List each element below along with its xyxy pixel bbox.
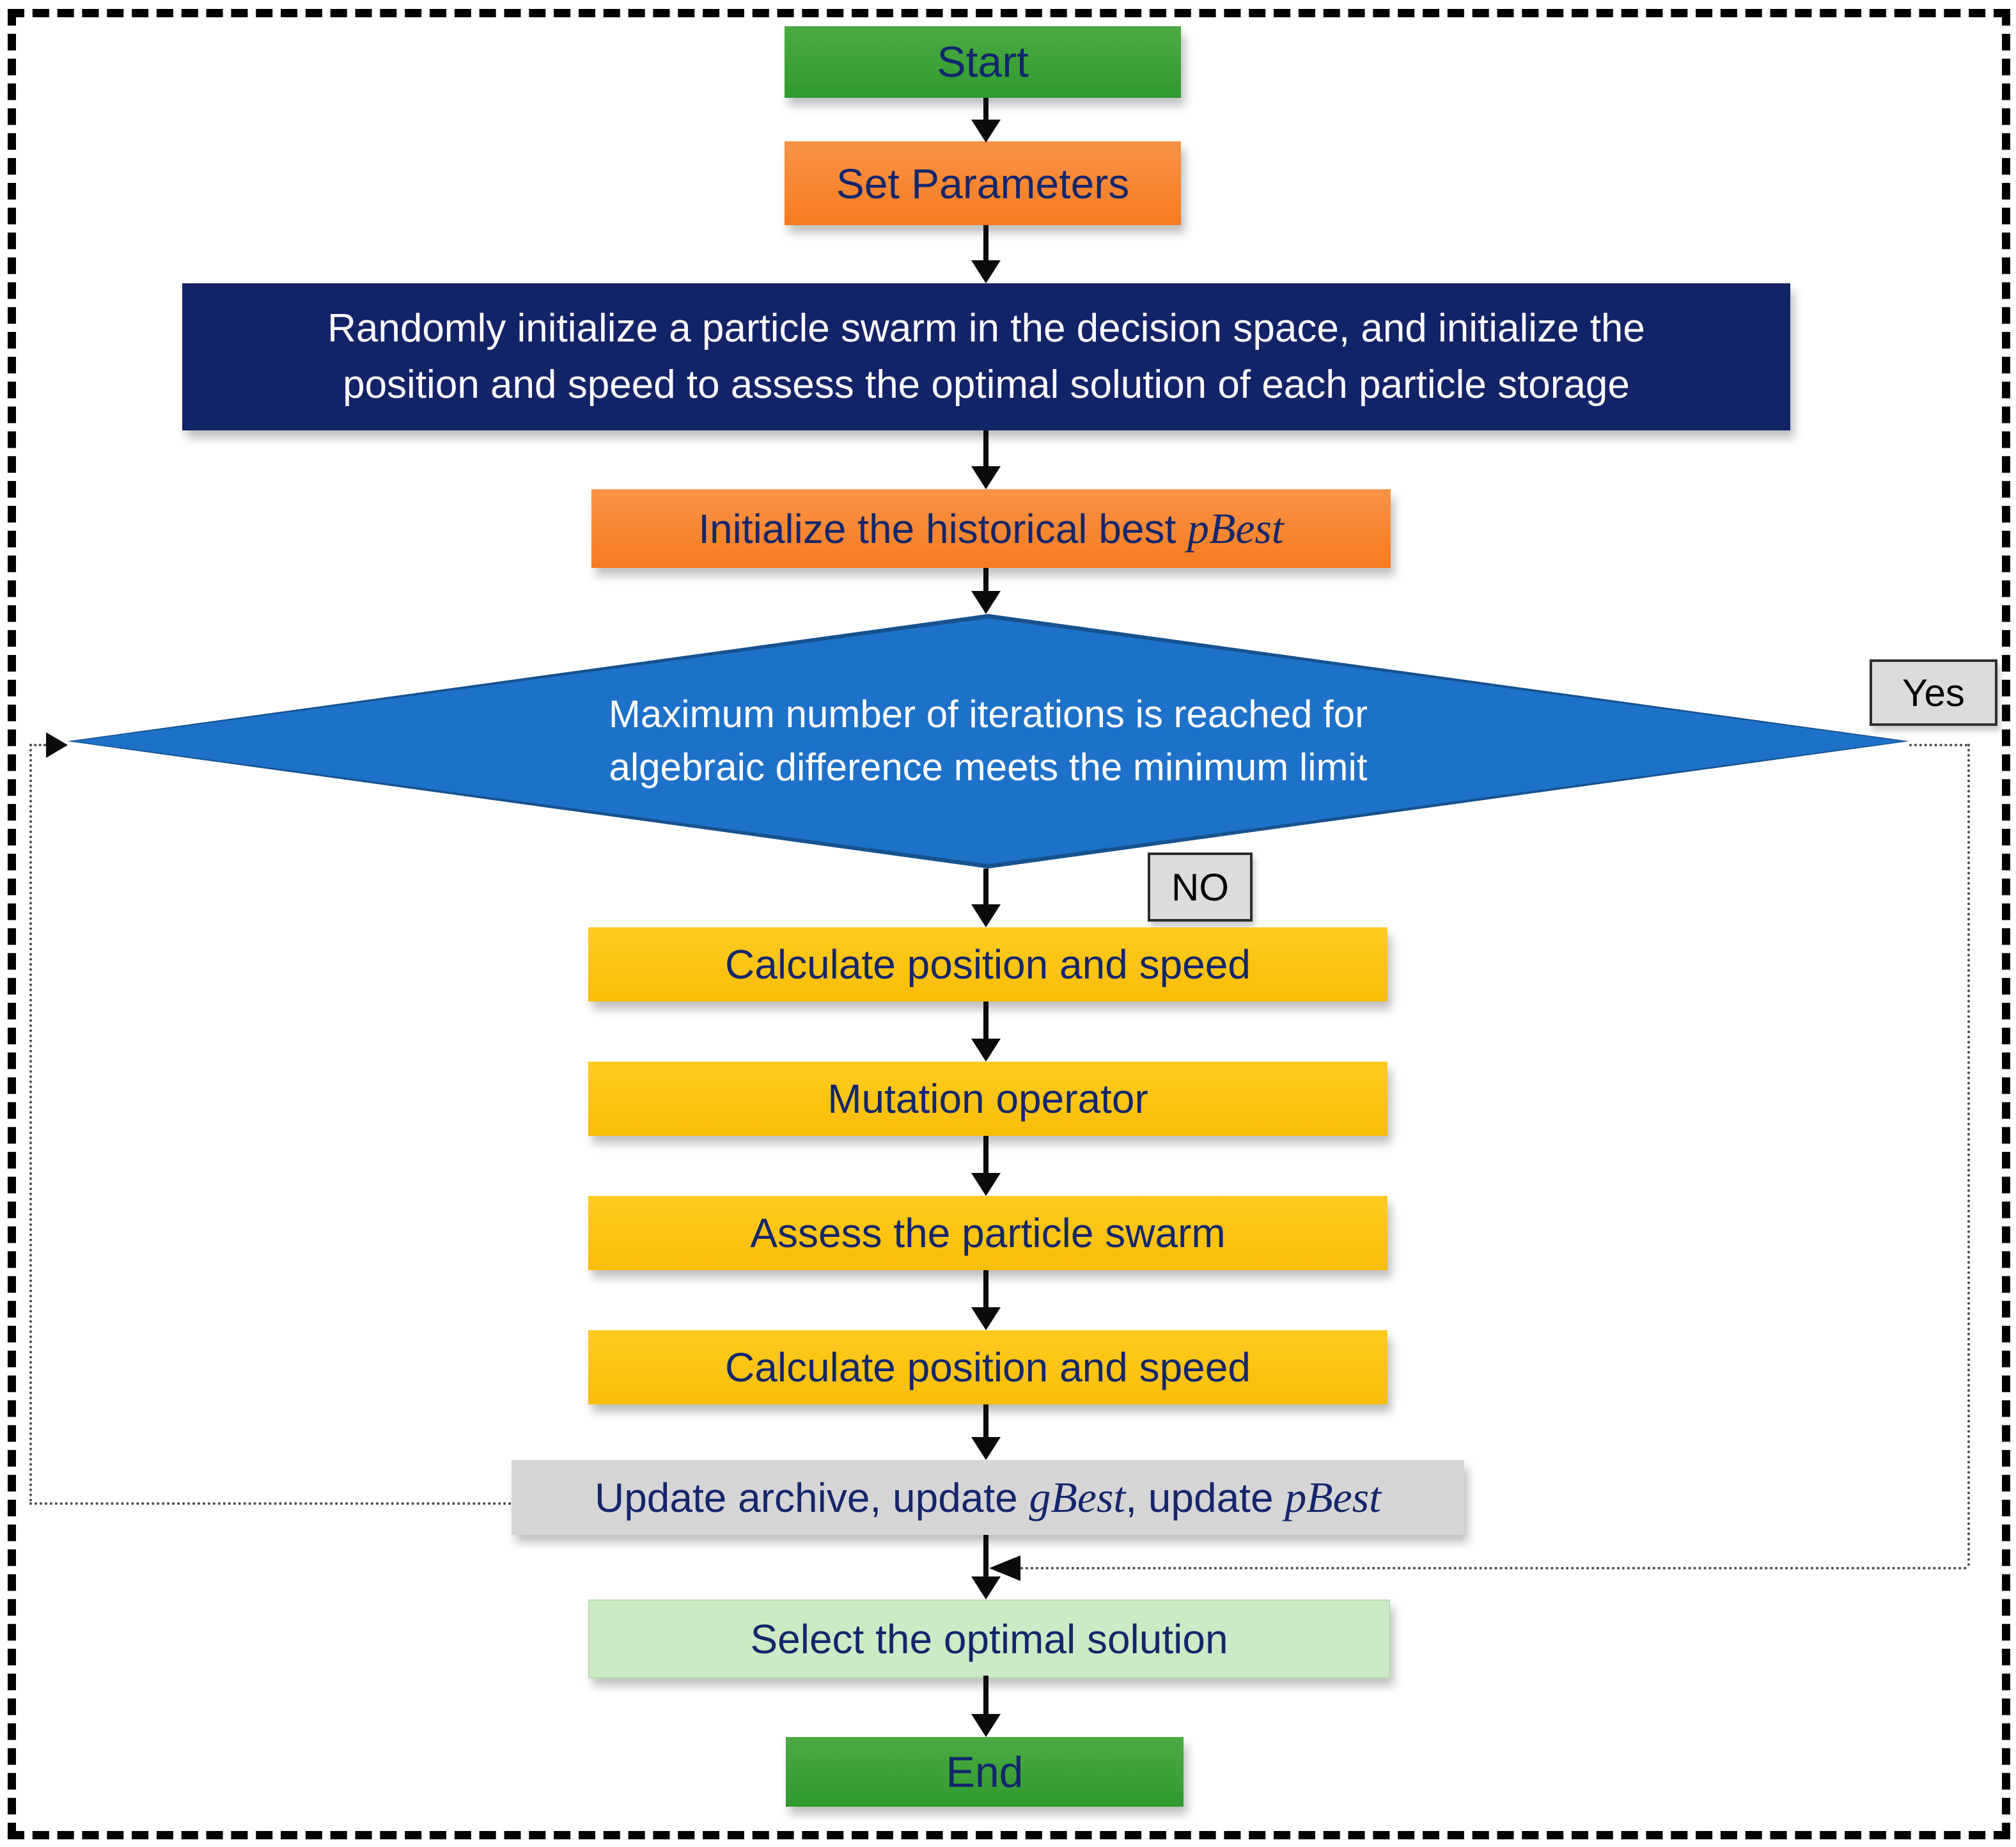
node-set-parameters-label: Set Parameters [836, 159, 1130, 207]
arrow-mutation-to-assess [983, 1136, 988, 1173]
edge-label-no: NO [1148, 853, 1253, 922]
node-initialize-pbest: Initialize the historical best pBest [591, 489, 1391, 568]
node-select-optimal: Select the optimal solution [588, 1599, 1390, 1678]
node-decision-line2: algebraic difference meets the minimum l… [609, 746, 1368, 789]
arrowhead-start-to-setparams [971, 120, 1001, 143]
edge-label-yes: Yes [1870, 659, 1997, 726]
node-start: Start [785, 26, 1181, 98]
node-assess-swarm-label: Assess the particle swarm [750, 1210, 1226, 1256]
pbest-variable: pBest [1187, 504, 1284, 553]
node-calculate-position-speed-2: Calculate position and speed [588, 1330, 1387, 1404]
node-end: End [786, 1737, 1184, 1807]
gbest-variable: gBest [1029, 1473, 1126, 1521]
yes-line-top [1909, 744, 1967, 746]
node-update-archive-part2: , update [1125, 1474, 1285, 1521]
arrowhead-pbest-to-decision [971, 591, 1001, 614]
loopback-line-bottom [29, 1502, 512, 1505]
yes-line-vertical [1967, 744, 1970, 1567]
node-calculate-position-speed-1-label: Calculate position and speed [725, 941, 1251, 987]
arrow-update-to-select [983, 1535, 988, 1576]
arrow-calc1-to-mutation [983, 1002, 988, 1039]
outer-dashed-border [8, 9, 2010, 1839]
node-end-label: End [946, 1747, 1024, 1796]
arrowhead-mutation-to-assess [971, 1173, 1001, 1196]
node-set-parameters: Set Parameters [785, 141, 1181, 225]
arrowhead-decision-to-calc1 [971, 904, 1001, 927]
node-start-label: Start [937, 38, 1029, 86]
node-calculate-position-speed-2-label: Calculate position and speed [725, 1344, 1251, 1390]
arrow-select-to-end [983, 1676, 988, 1714]
yes-line-bottom [1020, 1567, 1967, 1569]
arrow-decision-to-calc1 [983, 868, 988, 904]
node-update-archive-part1: Update archive, update [594, 1474, 1029, 1521]
node-initialize-swarm: Randomly initialize a particle swarm in … [182, 283, 1790, 430]
arrowhead-init-to-pbest [971, 466, 1001, 489]
arrowhead-setparams-to-init [971, 260, 1001, 283]
arrow-setparams-to-init [983, 225, 988, 260]
node-mutation-operator: Mutation operator [588, 1062, 1387, 1136]
arrow-calc2-to-update [983, 1404, 988, 1437]
arrow-init-to-pbest [983, 430, 988, 466]
edge-label-no-text: NO [1171, 865, 1229, 909]
arrow-pbest-to-decision [983, 568, 988, 591]
arrowhead-calc2-to-update [971, 1437, 1001, 1460]
node-decision-line1: Maximum number of iterations is reached … [608, 693, 1368, 736]
arrow-start-to-setparams [983, 98, 988, 120]
loopback-line-top [29, 744, 46, 746]
node-decision: Maximum number of iterations is reached … [67, 614, 1909, 868]
node-initialize-swarm-line1: Randomly initialize a particle swarm in … [327, 306, 1645, 350]
node-update-archive: Update archive, update gBest, update pBe… [512, 1460, 1464, 1535]
edge-label-yes-text: Yes [1902, 671, 1965, 714]
arrowhead-assess-to-calc2 [971, 1307, 1001, 1330]
node-assess-swarm: Assess the particle swarm [588, 1196, 1387, 1270]
arrow-assess-to-calc2 [983, 1270, 988, 1307]
loopback-line-vertical [29, 744, 32, 1502]
arrowhead-calc1-to-mutation [971, 1039, 1001, 1062]
node-initialize-pbest-text: Initialize the historical best [698, 505, 1188, 552]
arrowhead-loopback-to-decision [46, 732, 68, 758]
pbest-variable-2: pBest [1285, 1473, 1382, 1521]
node-select-optimal-label: Select the optimal solution [750, 1615, 1228, 1662]
node-initialize-swarm-line2: position and speed to assess the optimal… [343, 363, 1630, 407]
node-calculate-position-speed-1: Calculate position and speed [588, 927, 1387, 1002]
arrowhead-yes-merge [989, 1555, 1020, 1581]
arrowhead-select-to-end [971, 1714, 1001, 1737]
node-mutation-operator-label: Mutation operator [827, 1076, 1148, 1122]
